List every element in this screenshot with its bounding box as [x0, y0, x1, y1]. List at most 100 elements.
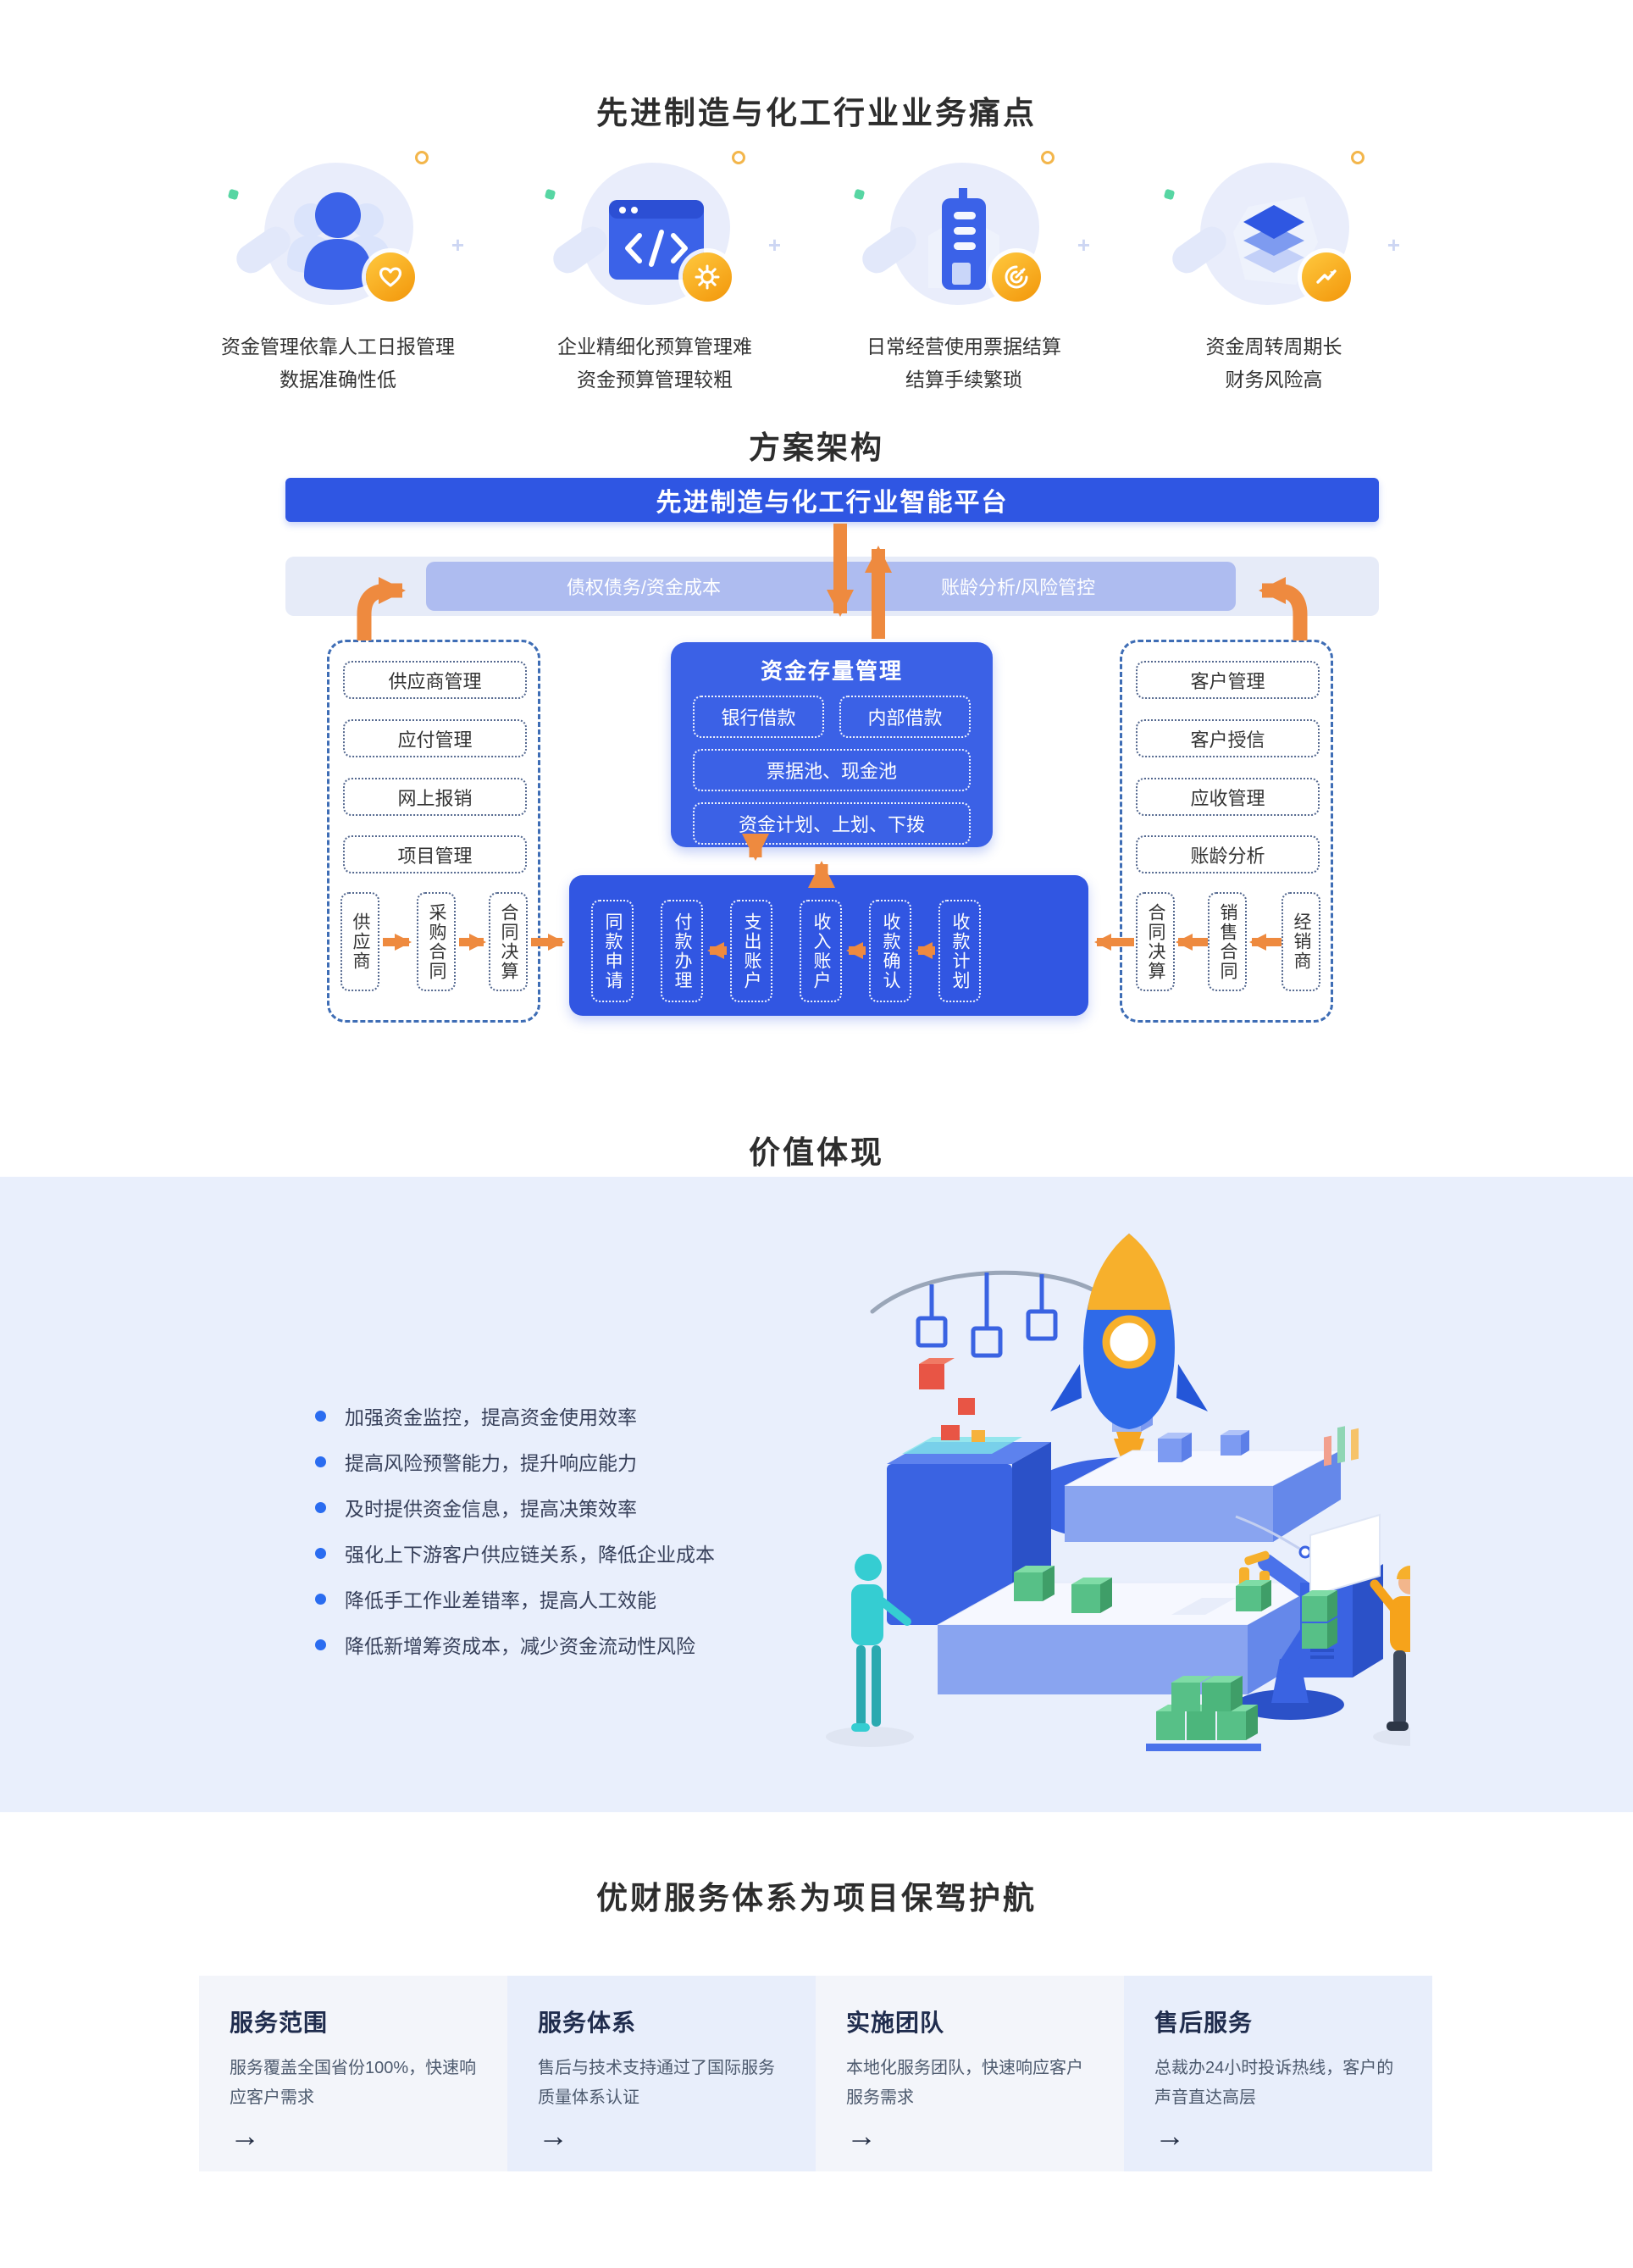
decor-ring: [732, 151, 745, 164]
pain-item-4: + 资金周转周期长 财务风险高: [1119, 151, 1429, 396]
supplier-panel: [327, 640, 540, 1023]
card-title: 实施团队: [846, 2010, 945, 2036]
pain-text-line1: 日常经营使用票据结算: [866, 335, 1061, 358]
bus-label-right: 账龄分析/风险管控: [941, 577, 1096, 598]
decor-plus: +: [1387, 232, 1400, 258]
layers-trend-icon: +: [1119, 151, 1429, 330]
arrow-right-icon[interactable]: →: [846, 2118, 877, 2153]
users-heart-icon: +: [183, 151, 493, 330]
fund-stock-title: 资金存量管理: [760, 658, 903, 684]
account-flow-bar: 同款申请 付款办理 支出账户 收入账户 收款确认 收款计划: [569, 875, 1088, 1016]
value-bullet: 及时提供资金信息，提高决策效率: [315, 1484, 715, 1530]
pain-text-line1: 资金周转周期长: [1205, 335, 1342, 358]
crate-pair: [1302, 1590, 1337, 1649]
pain-text-line2: 资金预算管理较粗: [577, 369, 733, 391]
card-desc: 本地化服务团队，快速响应客户服务需求: [846, 2059, 1083, 2107]
gear-badge-icon: [683, 252, 732, 302]
card-title: 服务体系: [538, 2010, 637, 2036]
fund-stock-box: 资金存量管理 银行借款 内部借款 票据池、现金池 资金计划、上划、下拨: [671, 642, 993, 847]
flow-box: 经销商: [1281, 892, 1320, 991]
platform-banner: 先进制造与化工行业智能平台: [285, 478, 1379, 522]
green-cube: [1071, 1578, 1112, 1613]
arrow-right-icon[interactable]: →: [538, 2118, 568, 2153]
flow-box: 供应商: [340, 892, 379, 991]
customer-panel: [1120, 640, 1333, 1023]
code-window-gear-icon: +: [500, 151, 810, 330]
value-title: 价值体现: [749, 1135, 884, 1170]
pain-item-2: + 企业精细: [500, 151, 810, 396]
architecture-diagram: 先进制造与化工行业智能平台 债权债务/资金成本 账龄分析/风险管控 资金存量管理…: [285, 474, 1379, 1035]
green-cube: [1236, 1580, 1271, 1611]
card-desc: 总裁办24小时投诉热线，客户的声音直达高层: [1154, 2059, 1394, 2107]
flow-arrows: [357, 524, 1308, 959]
panel-box: 账龄分析: [1136, 835, 1320, 873]
decor-ring: [1041, 151, 1055, 164]
value-bullet: 降低手工作业差错率，提高人工效能: [315, 1576, 715, 1622]
invoice-tower-target-icon: +: [809, 151, 1119, 330]
value-bullet: 加强资金监控，提高资金使用效率: [315, 1393, 715, 1439]
bullet-dot-icon: [315, 1501, 326, 1513]
bullet-dot-icon: [315, 1547, 326, 1559]
factory-illustration: [826, 1234, 1410, 1751]
value-bullet: 提高风险预警能力，提升响应能力: [315, 1439, 715, 1484]
value-bullet-list: 加强资金监控，提高资金使用效率 提高风险预警能力，提升响应能力 及时提供资金信息…: [315, 1393, 715, 1667]
card-desc: 服务覆盖全国省份100%，快速响应客户需求: [230, 2059, 477, 2107]
pain-item-1: + 资金管理依靠人工日报管理 数据准确性低: [183, 151, 493, 396]
flow-box: 付款办理: [661, 900, 703, 1002]
pain-text-line1: 资金管理依靠人工日报管理: [221, 335, 455, 358]
bus-label-left: 债权债务/资金成本: [566, 577, 721, 598]
panel-box: 网上报销: [343, 778, 527, 816]
flow-box: 同款申请: [591, 900, 634, 1002]
card-title: 售后服务: [1154, 2010, 1254, 2036]
internal-loan-box: 内部借款: [839, 696, 971, 738]
trend-up-badge-icon: [1302, 252, 1351, 302]
pool-box: 票据池、现金池: [693, 749, 971, 791]
heart-badge-icon: [366, 252, 415, 302]
flow-box: 收入账户: [800, 900, 842, 1002]
pain-text-line1: 企业精细化预算管理难: [557, 335, 752, 358]
bullet-dot-icon: [315, 1410, 326, 1422]
code-window-glyph: [609, 200, 704, 280]
bank-loan-box: 银行借款: [693, 696, 824, 738]
tower-glyph: [928, 188, 999, 290]
services-title: 优财服务体系为项目保驾护航: [596, 1881, 1037, 1916]
service-card-team[interactable]: 实施团队 本地化服务团队，快速响应客户服务需求 →: [816, 1976, 1124, 2171]
pain-text-line2: 数据准确性低: [280, 369, 396, 391]
flow-box: 支出账户: [730, 900, 772, 1002]
worker-figure: [1370, 1566, 1410, 1746]
decor-dot: [544, 188, 556, 201]
decor-plus: +: [451, 232, 464, 258]
arrow-right-icon[interactable]: →: [230, 2118, 260, 2153]
users-glyph: [287, 192, 390, 290]
decor-dot: [853, 188, 866, 201]
decor-ring: [415, 151, 429, 164]
value-bullet: 降低新增筹资成本，减少资金流动性风险: [315, 1622, 715, 1667]
decor-plus: +: [1077, 232, 1090, 258]
service-card-system[interactable]: 服务体系 售后与技术支持通过了国际服务质量体系认证 →: [507, 1976, 816, 2171]
service-card-scope[interactable]: 服务范围 服务覆盖全国省份100%，快速响应客户需求 →: [199, 1976, 507, 2171]
pain-points-title: 先进制造与化工行业业务痛点: [596, 96, 1037, 130]
value-band: [0, 1177, 1633, 1812]
panel-box: 供应商管理: [343, 661, 527, 699]
flow-box: 合同决算: [1136, 892, 1175, 991]
arrow-right-icon[interactable]: →: [1154, 2118, 1185, 2153]
flow-box: 采购合同: [417, 892, 456, 991]
card-title: 服务范围: [230, 2010, 329, 2036]
bullet-dot-icon: [315, 1456, 326, 1467]
panel-box: 客户管理: [1136, 661, 1320, 699]
fund-plan-box: 资金计划、上划、下拨: [693, 802, 971, 845]
bullet-dot-icon: [315, 1639, 326, 1650]
decor-dot: [1163, 188, 1176, 201]
flow-box: 收款计划: [938, 900, 981, 1002]
green-cube: [1014, 1566, 1055, 1601]
flow-box: 合同决算: [489, 892, 528, 991]
service-card-aftersale[interactable]: 售后服务 总裁办24小时投诉热线，客户的声音直达高层 →: [1124, 1976, 1432, 2171]
robot-figure: [826, 1554, 914, 1747]
pain-text-line2: 结算手续繁琐: [905, 369, 1022, 391]
panel-box: 项目管理: [343, 835, 527, 873]
flow-box: 销售合同: [1208, 892, 1247, 991]
panel-box: 客户授信: [1136, 719, 1320, 757]
decor-plus: +: [767, 232, 781, 258]
pain-text-line2: 财务风险高: [1225, 369, 1323, 391]
card-desc: 售后与技术支持通过了国际服务质量体系认证: [538, 2059, 775, 2107]
